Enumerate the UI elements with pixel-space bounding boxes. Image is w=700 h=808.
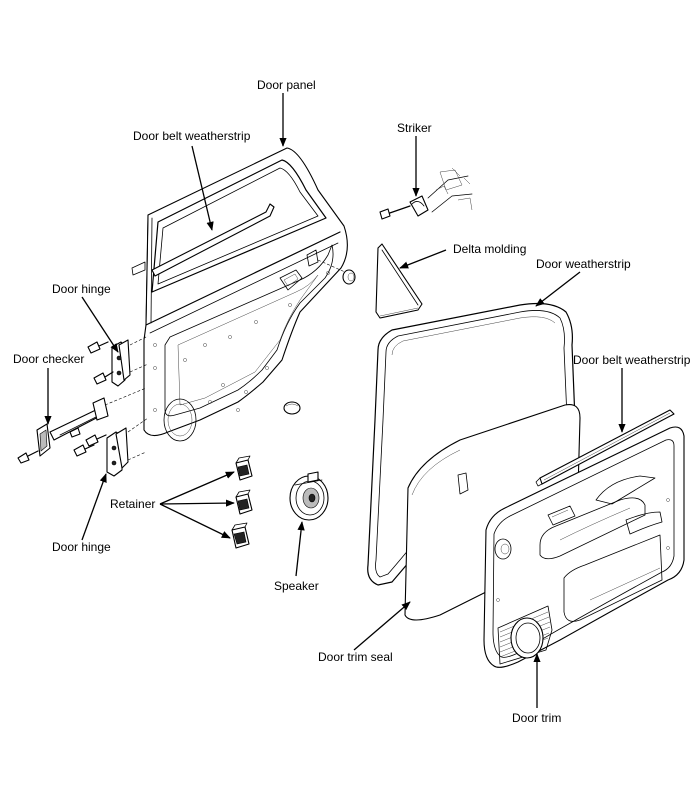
arrow-delta-molding (399, 249, 447, 269)
speaker-part (289, 471, 329, 521)
checker-bolt (17, 450, 39, 464)
striker-part (379, 167, 473, 220)
checker-bolt (69, 427, 81, 438)
door-trim-part (483, 426, 685, 668)
retainer-part (235, 489, 253, 515)
label-door-trim-seal: Door trim seal (318, 650, 393, 664)
door-hinge-upper-part (87, 335, 149, 387)
retainer-part (231, 522, 250, 549)
label-door-belt-weatherstrip-inner: Door belt weatherstrip (133, 129, 251, 143)
hinge-bolt (85, 434, 107, 447)
label-door-belt-weatherstrip-outer: Door belt weatherstrip (573, 353, 691, 367)
hinge-bolt (93, 371, 114, 385)
arrow-door-hinge-upper (81, 296, 119, 353)
door-panel-part (131, 147, 356, 442)
arrow-door-hinge-lower (81, 473, 107, 541)
speaker-grille (497, 605, 553, 665)
label-door-checker: Door checker (13, 352, 84, 366)
label-door-hinge-lower: Door hinge (52, 540, 111, 554)
label-door-panel: Door panel (257, 78, 316, 92)
arrow-retainer-2 (159, 499, 235, 507)
label-delta-molding: Delta molding (453, 242, 526, 256)
arrow-speaker (295, 521, 305, 577)
door-hinge-lower-part (73, 417, 149, 477)
hinge-bolt (87, 341, 109, 354)
label-door-hinge-upper: Door hinge (52, 282, 111, 296)
labels: Door panel Door belt weatherstrip Strike… (13, 78, 691, 725)
label-retainer: Retainer (110, 497, 155, 511)
arrow-door-weatherstrip (535, 271, 581, 307)
delta-molding-part (375, 243, 423, 319)
label-speaker: Speaker (274, 579, 319, 593)
label-door-trim: Door trim (512, 711, 561, 725)
door-belt-weatherstrip-outer-part (535, 409, 675, 487)
arrow-retainer-1 (159, 471, 235, 505)
door-checker-part (17, 387, 147, 464)
arrow-retainer-3 (159, 503, 231, 539)
hinge-bolt (73, 444, 95, 457)
label-door-weatherstrip: Door weatherstrip (536, 257, 631, 271)
arrow-door-trim-seal (353, 601, 411, 651)
label-striker: Striker (397, 121, 432, 135)
leader-arrows (44, 93, 626, 708)
retainer-part (235, 455, 253, 481)
arrow-door-belt-weatherstrip-inner (191, 145, 214, 231)
